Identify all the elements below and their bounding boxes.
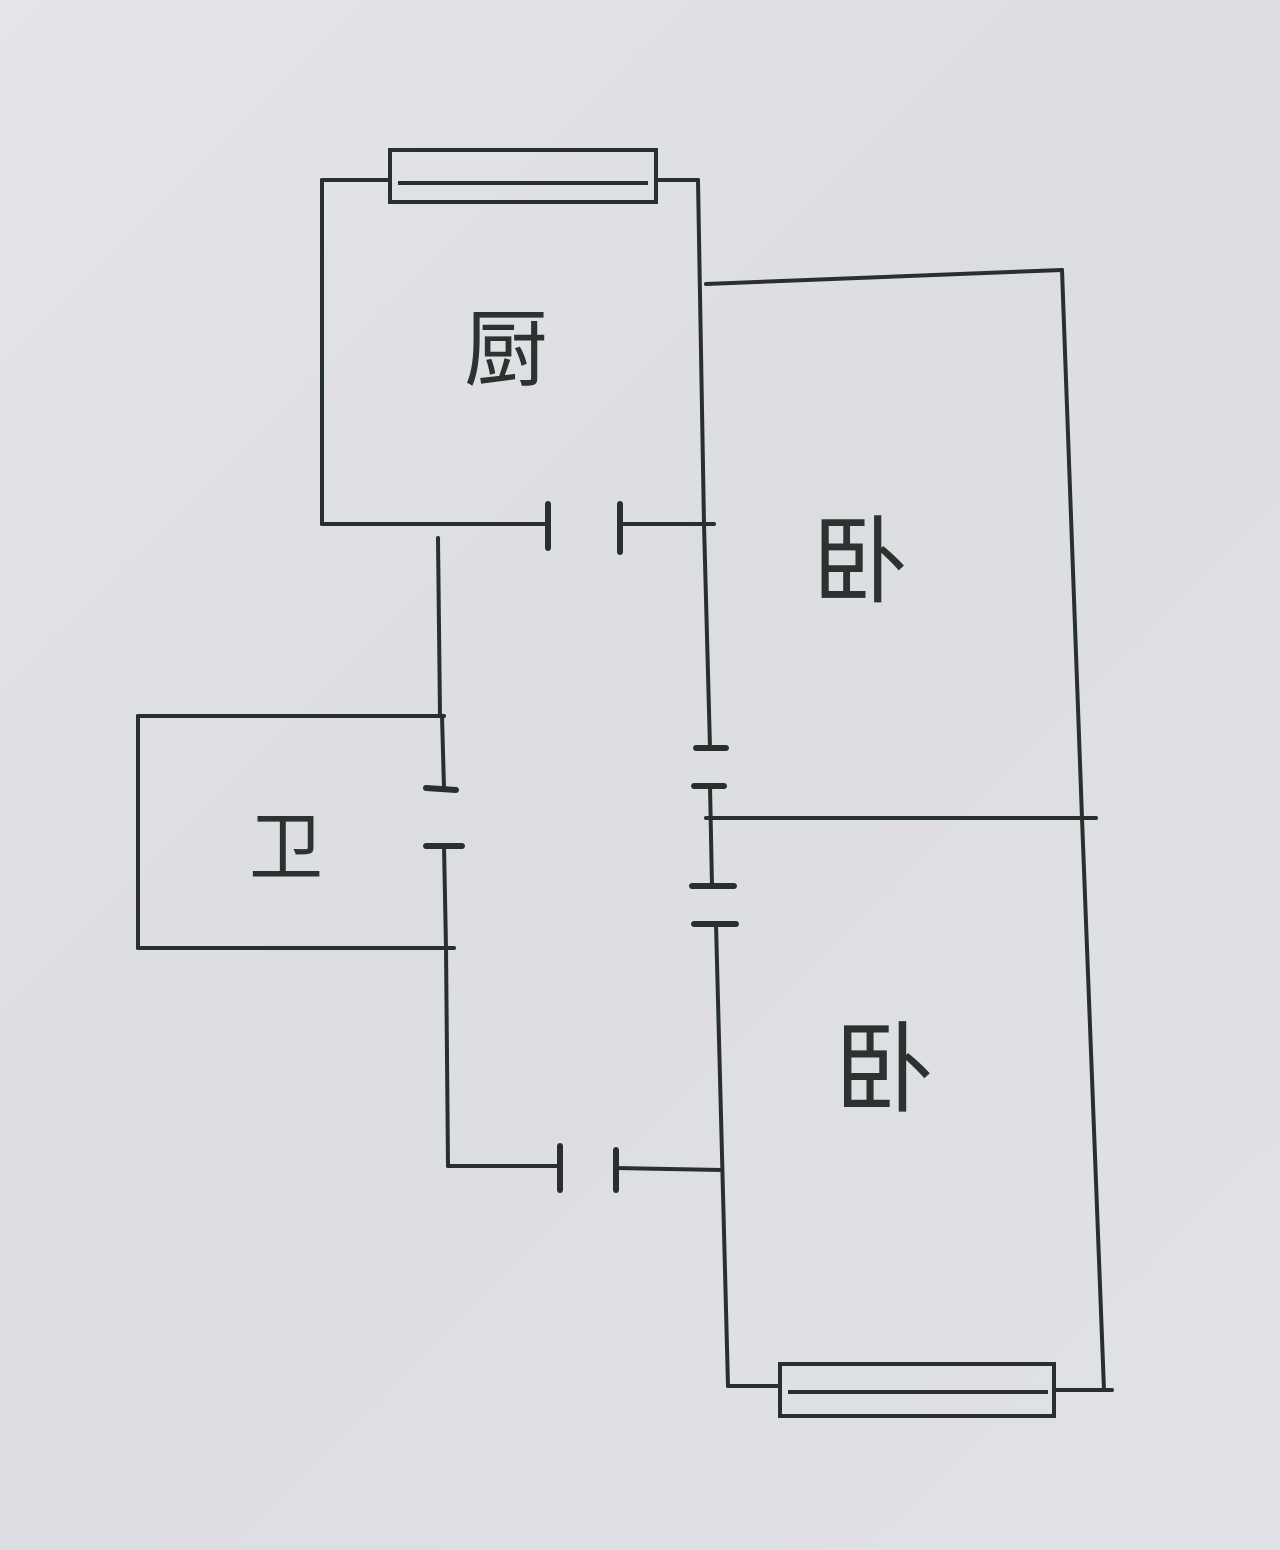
- bedroom-lower-label: 卧: [834, 1011, 934, 1128]
- bedroom-lower-window: [778, 1362, 1056, 1418]
- kitchen-label: 厨: [463, 301, 549, 399]
- bedroom-lower-walls: [708, 784, 1114, 1392]
- bedroom-upper-label: 卧: [812, 506, 908, 618]
- bedroom-upper-walls: [702, 268, 1098, 820]
- bathroom-walls: [136, 714, 456, 950]
- kitchen-door: [545, 501, 623, 555]
- bedroom-upper-door: [691, 745, 729, 789]
- bathroom-label: 卫: [249, 805, 323, 891]
- bedroom-lower-door: [689, 883, 739, 927]
- kitchen-window: [388, 148, 658, 204]
- entrance-door: [557, 1143, 619, 1193]
- kitchen-walls: [320, 178, 716, 526]
- corridor-walls: [436, 536, 724, 1172]
- bathroom-door: [423, 785, 465, 849]
